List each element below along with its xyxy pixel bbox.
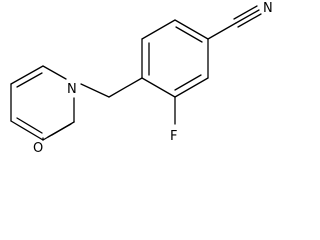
bond-ch2-to-n [80, 83, 110, 98]
bond-triple-2 [233, 5, 258, 20]
carbonyl-oxygen-label: O [33, 141, 43, 156]
bond-pyridinone-1 [42, 65, 67, 80]
bond-benzene-1 [174, 19, 209, 40]
bond-pyridinone-double-2 [16, 117, 43, 134]
fluorine-substituent: F [170, 96, 177, 144]
nitrile-group: N [207, 1, 273, 40]
bond-benzene-double-2 [174, 74, 202, 91]
bond-ring-to-ch2 [108, 77, 143, 98]
bond-pyridinone-double-1 [16, 72, 43, 88]
bond-pyridinone-4 [10, 120, 44, 141]
nitrile-nitrogen-label: N [263, 1, 273, 16]
bond-benzene-6 [141, 19, 176, 40]
molecule-structure: N F N O [10, 1, 273, 156]
pyridinone-ring: N [10, 65, 77, 141]
bond-pyridinone-2 [10, 65, 44, 85]
ring-nitrogen-label: N [67, 82, 77, 97]
bond-benzene-double-1 [175, 26, 203, 43]
fluorine-label: F [170, 129, 177, 144]
bond-triple-3 [237, 13, 262, 28]
benzene-ring [141, 19, 209, 98]
bond-c-to-o-2 [51, 121, 75, 136]
carbonyl-group: O [33, 121, 75, 156]
bond-triple-1 [235, 9, 260, 24]
bond-benzene-4 [141, 77, 176, 98]
methylene-linker [80, 77, 143, 98]
bond-ring-to-nitrile [207, 22, 237, 40]
bond-benzene-3 [174, 77, 209, 98]
